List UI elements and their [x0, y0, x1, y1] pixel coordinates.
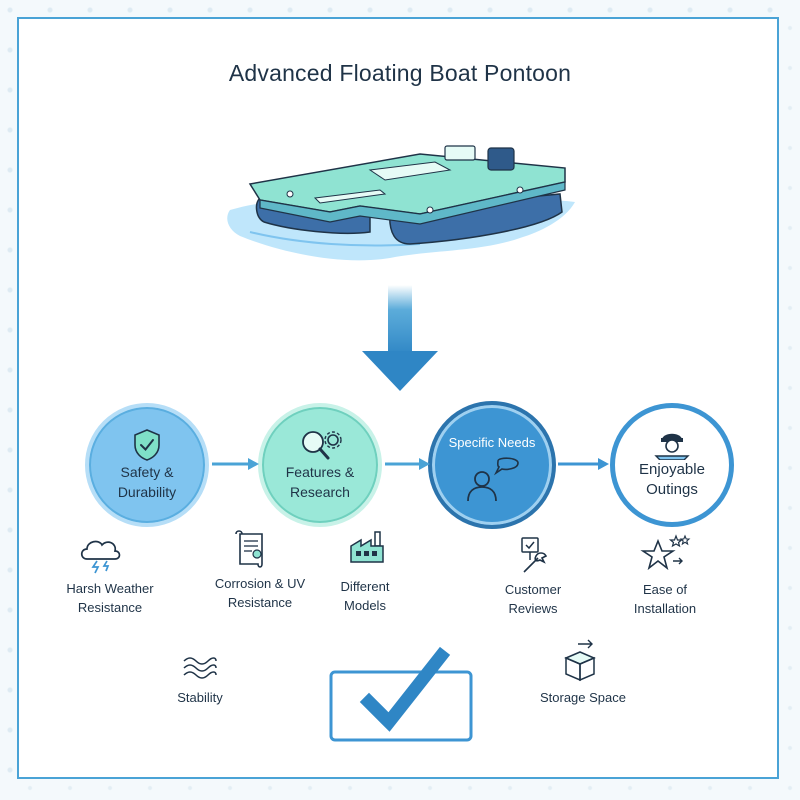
step-enjoyable-outings: Enjoyable Outings — [610, 403, 734, 527]
step-features-research: Features & Research — [258, 403, 382, 527]
feature-different-models: Different Models — [340, 579, 390, 613]
box-icon — [564, 639, 596, 682]
shield-check-icon — [134, 429, 160, 461]
pontoon-boat-illustration — [227, 145, 575, 261]
feature-customer-reviews: Customer Reviews — [504, 582, 562, 616]
step-label: Safety & Durability — [117, 464, 177, 500]
connector-arrow — [385, 458, 430, 470]
checkmark-icon — [329, 646, 473, 742]
diagram-title: Advanced Floating Boat Pontoon — [228, 60, 572, 86]
feature-corrosion-uv: Corrosion & UV Resistance — [214, 576, 306, 610]
step-specific-needs: Specific Needs — [428, 401, 556, 529]
feature-storage-space: Storage Space — [539, 690, 626, 705]
down-arrow — [362, 285, 438, 391]
feature-harsh-weather: Harsh Weather Resistance — [66, 581, 154, 615]
scroll-icon — [235, 530, 263, 568]
person-speech-icon — [467, 457, 519, 502]
stars-icon — [640, 534, 691, 571]
waves-icon — [183, 657, 217, 679]
step-safety-durability: Safety & Durability — [85, 403, 209, 527]
outboard-motor — [487, 147, 515, 171]
connector-arrow — [558, 458, 609, 470]
feature-ease-installation: Ease of Installation — [633, 582, 697, 616]
feature-stability: Stability — [177, 690, 223, 705]
magnifier-gear-icon — [302, 431, 342, 460]
step-label: Features & Research — [285, 464, 355, 500]
diagram-frame — [17, 17, 779, 779]
step-label: Enjoyable Outings — [639, 461, 705, 498]
step-label: Specific Needs — [448, 435, 536, 450]
review-tools-icon — [521, 537, 548, 573]
connector-arrow — [212, 458, 259, 470]
captain-icon — [654, 433, 690, 460]
factory-icon — [350, 531, 384, 563]
storm-cloud-icon — [80, 540, 121, 574]
boat-seat — [444, 145, 476, 161]
